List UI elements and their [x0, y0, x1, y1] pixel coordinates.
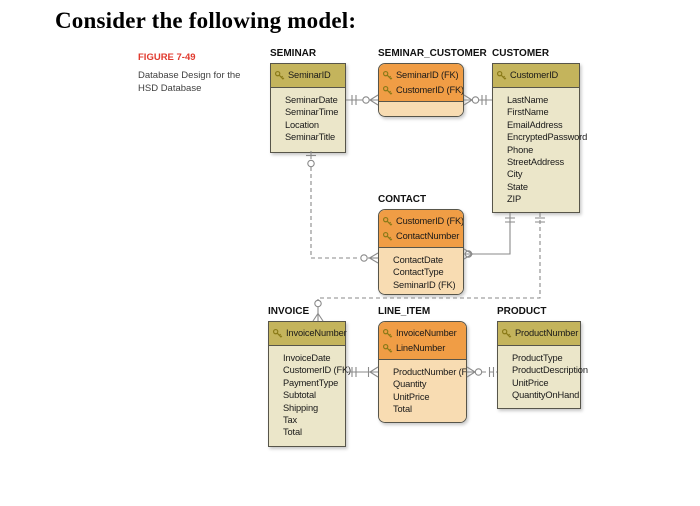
- attribute: UnitPrice: [512, 377, 549, 388]
- entity-invoice: INVOICE InvoiceNumber InvoiceDate Custom…: [268, 306, 351, 447]
- attribute: LastName: [507, 95, 549, 105]
- entity-title: CUSTOMER: [492, 48, 550, 59]
- key-icon: [496, 70, 507, 81]
- figure-caption: FIGURE 7-49 Database Design for the HSD …: [138, 52, 246, 95]
- entity-product: PRODUCT ProductNumber ProductType Produc…: [497, 306, 588, 409]
- entity-attributes: InvoiceDate CustomerID (FK) PaymentType …: [269, 346, 351, 446]
- rel-customer-to-contact: [463, 213, 515, 260]
- attribute: FirstName: [507, 107, 549, 118]
- entity-attributes: SeminarDate SeminarTime Location Seminar…: [271, 88, 345, 152]
- key-attribute: SeminarID: [288, 70, 331, 80]
- figure-caption-text: Database Design for the HSD Database: [138, 70, 241, 94]
- key-attribute-row: CustomerID: [493, 68, 579, 83]
- key-attribute-row: ContactNumber: [379, 229, 463, 244]
- rel-seminar-to-contact: [306, 151, 379, 264]
- rel-customer-to-seminar-customer: [463, 94, 492, 106]
- attribute: Shipping: [283, 402, 318, 413]
- key-icon: [274, 70, 285, 81]
- attribute: SeminarDate: [285, 95, 338, 105]
- key-attribute: CustomerID: [510, 70, 559, 80]
- entity-contact: CONTACT CustomerID (FK) ContactNumber Co…: [378, 194, 464, 295]
- key-attribute: CustomerID (FK): [396, 215, 464, 226]
- key-attribute: InvoiceNumber: [396, 327, 457, 338]
- key-attribute-row: LineNumber: [379, 341, 466, 356]
- key-icon: [382, 216, 393, 227]
- entity-key-section: SeminarID: [271, 64, 345, 88]
- attribute: SeminarTitle: [285, 132, 336, 143]
- key-attribute-row: SeminarID (FK): [379, 68, 463, 83]
- attribute: State: [507, 181, 528, 192]
- key-attribute: CustomerID (FK): [396, 84, 464, 95]
- key-attribute-row: CustomerID (FK): [379, 214, 463, 229]
- entity-key-section: ProductNumber: [498, 322, 580, 346]
- entity-seminar-customer: SEMINAR_CUSTOMER SeminarID (FK) Customer…: [378, 48, 487, 117]
- key-icon: [382, 85, 393, 96]
- entity-key-section: CustomerID: [493, 64, 579, 88]
- attribute: QuantityOnHand: [512, 390, 580, 401]
- attribute: InvoiceDate: [283, 353, 331, 363]
- entity-title: INVOICE: [268, 306, 310, 317]
- attribute: StreetAddress: [507, 157, 564, 168]
- entity-title: LINE_ITEM: [378, 306, 431, 317]
- figure-label: FIGURE 7-49: [138, 52, 196, 63]
- key-attribute-row: ProductNumber: [498, 326, 580, 341]
- attribute: ContactDate: [393, 255, 444, 265]
- attribute: PaymentType: [283, 377, 339, 388]
- attribute: EncryptedPassword: [507, 132, 588, 143]
- attribute: Total: [283, 427, 302, 438]
- entity-customer: CUSTOMER CustomerID LastName FirstName E…: [492, 48, 588, 213]
- entity-key-section: SeminarID (FK) CustomerID (FK): [379, 64, 463, 102]
- entity-seminar: SEMINAR SeminarID SeminarDate SeminarTim…: [270, 48, 346, 153]
- key-attribute-row: SeminarID: [271, 68, 345, 83]
- entity-title: SEMINAR_CUSTOMER: [378, 48, 487, 59]
- entity-title: PRODUCT: [497, 306, 547, 317]
- key-icon: [382, 328, 393, 339]
- entity-attributes: ContactDate ContactType SeminarID (FK): [379, 248, 463, 294]
- entity-key-section: CustomerID (FK) ContactNumber: [379, 210, 463, 248]
- attribute: Phone: [507, 144, 534, 155]
- entity-title: SEMINAR: [270, 48, 317, 59]
- attribute: SeminarID (FK): [393, 279, 456, 290]
- attribute: Quantity: [393, 379, 427, 390]
- rel-product-to-line-item: [466, 366, 497, 378]
- entity-key-section: InvoiceNumber: [269, 322, 347, 346]
- attribute: ZIP: [507, 194, 522, 205]
- attribute: Subtotal: [283, 390, 316, 401]
- entity-attributes: ProductType ProductDescription UnitPrice…: [498, 346, 588, 408]
- attribute: Tax: [283, 415, 298, 426]
- attribute: Location: [285, 119, 319, 130]
- attribute: ProductType: [512, 353, 563, 363]
- key-icon: [382, 70, 393, 81]
- attribute: Total: [393, 404, 412, 415]
- rel-seminar-to-seminar-customer: [346, 94, 379, 106]
- entity-attributes: [379, 102, 463, 116]
- page-title: Consider the following model:: [55, 8, 357, 33]
- attribute: SeminarTime: [285, 107, 339, 118]
- attribute: ProductDescription: [512, 365, 588, 376]
- key-attribute: ProductNumber: [515, 328, 579, 338]
- key-icon: [501, 328, 512, 339]
- entity-attributes: ProductNumber (FK) Quantity UnitPrice To…: [379, 360, 466, 422]
- attribute: UnitPrice: [393, 391, 430, 402]
- key-attribute: ContactNumber: [396, 230, 460, 241]
- key-icon: [382, 343, 393, 354]
- key-attribute-row: InvoiceNumber: [379, 326, 466, 341]
- attribute: City: [507, 169, 523, 180]
- attribute: EmailAddress: [507, 119, 563, 130]
- key-attribute: InvoiceNumber: [286, 328, 347, 338]
- entity-line-item: LINE_ITEM InvoiceNumber LineNumber Produ…: [378, 306, 467, 423]
- key-attribute: SeminarID (FK): [396, 69, 459, 80]
- attribute: ContactType: [393, 267, 444, 278]
- entity-attributes: LastName FirstName EmailAddress Encrypte…: [493, 88, 588, 212]
- entity-key-section: InvoiceNumber LineNumber: [379, 322, 466, 360]
- key-attribute-row: CustomerID (FK): [379, 83, 463, 98]
- key-attribute-row: InvoiceNumber: [269, 326, 347, 341]
- entity-title: CONTACT: [378, 194, 427, 205]
- key-attribute: LineNumber: [396, 342, 446, 353]
- attribute: ProductNumber (FK): [393, 367, 467, 377]
- key-icon: [382, 231, 393, 242]
- key-icon: [272, 328, 283, 339]
- attribute: CustomerID (FK): [283, 365, 351, 376]
